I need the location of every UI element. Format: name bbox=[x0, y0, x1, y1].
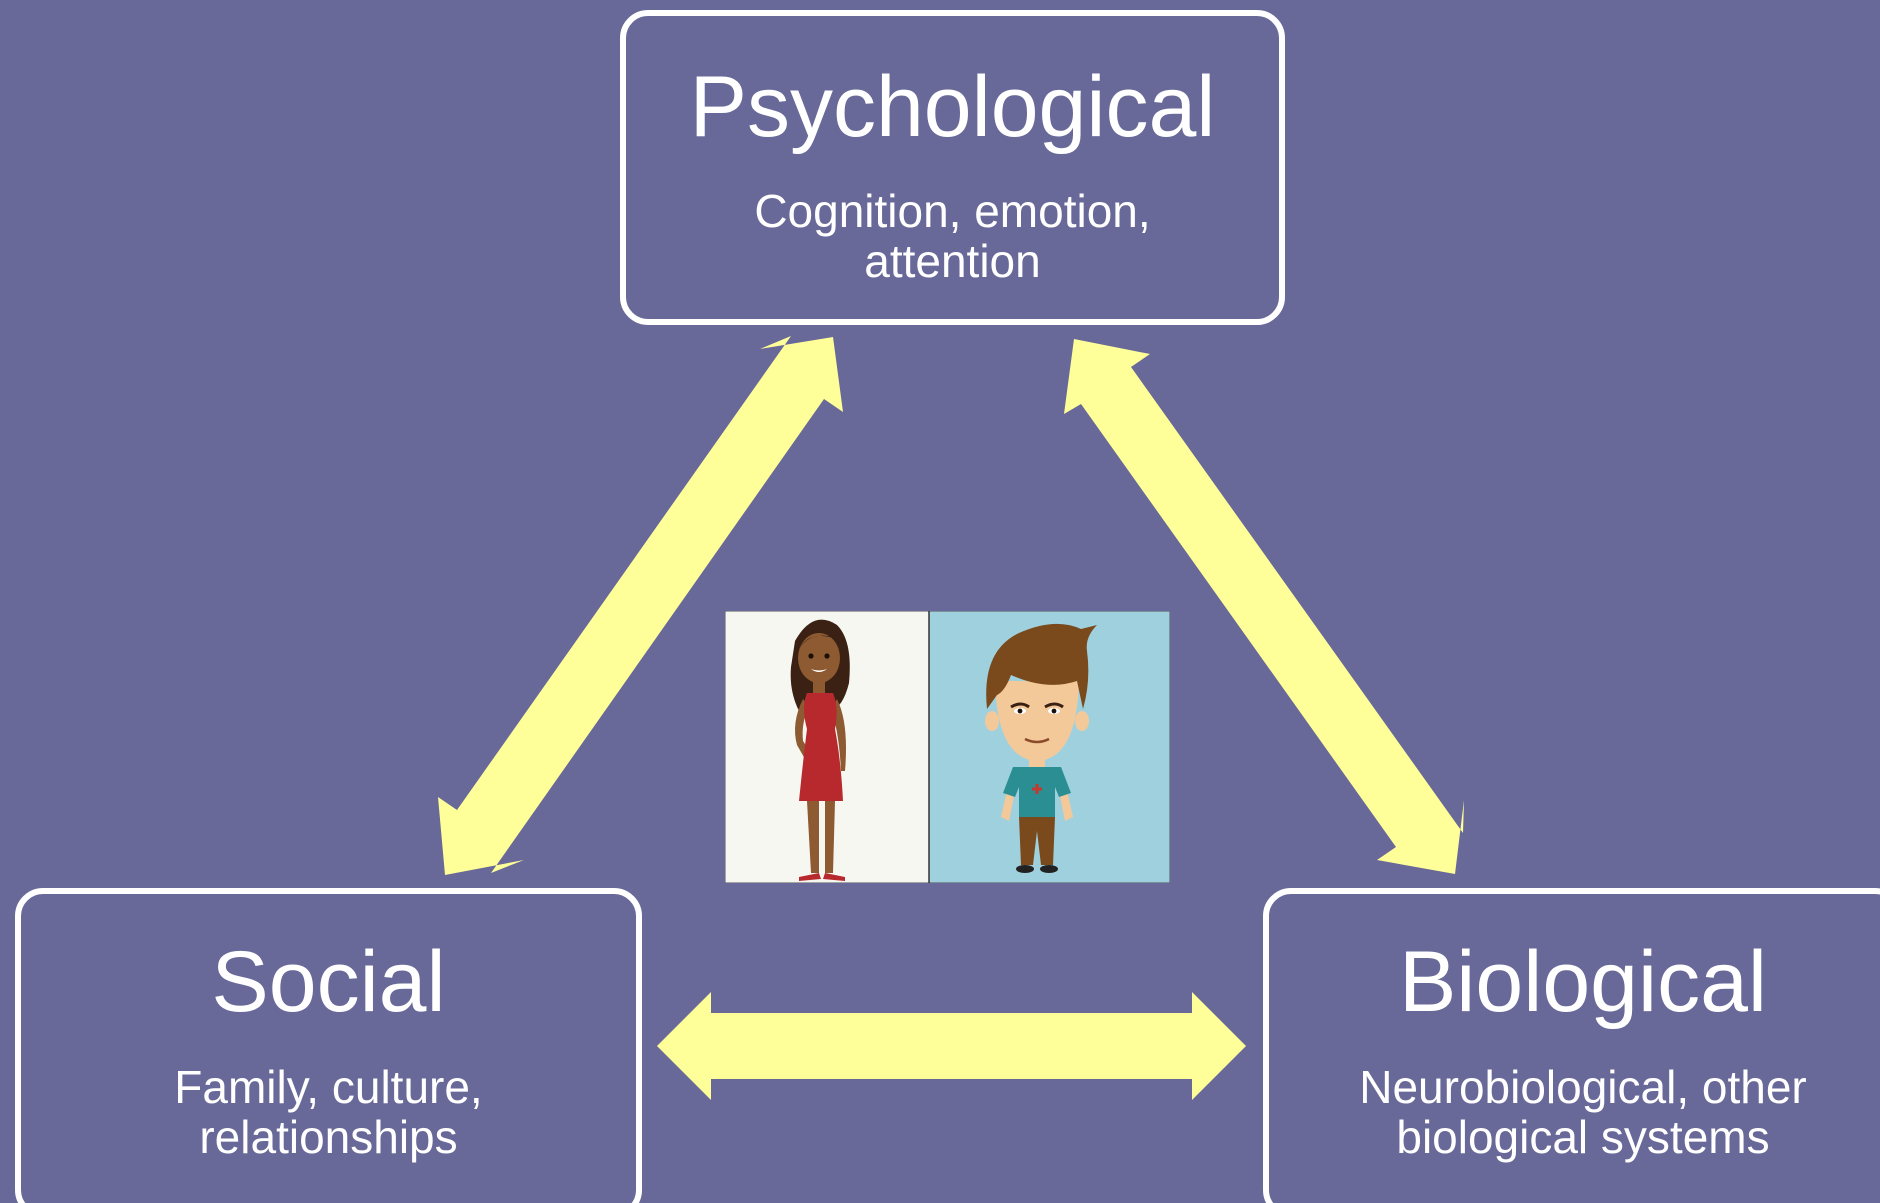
psychological-subtitle: Cognition, emotion, attention bbox=[754, 185, 1151, 287]
social-title: Social bbox=[211, 934, 446, 1030]
arrow-social-biological bbox=[657, 992, 1246, 1100]
arrow-psychological-social bbox=[438, 336, 843, 875]
biological-subtitle: Neurobiological, other biological system… bbox=[1359, 1061, 1807, 1163]
biological-node: Biological Neurobiological, other biolog… bbox=[1263, 888, 1880, 1203]
social-subtitle: Family, culture, relationships bbox=[174, 1061, 483, 1163]
social-node: Social Family, culture, relationships bbox=[15, 888, 642, 1203]
biological-title: Biological bbox=[1398, 934, 1768, 1030]
psychological-title: Psychological bbox=[689, 59, 1216, 155]
people-illustration bbox=[725, 611, 1170, 883]
arrow-psychological-biological bbox=[1064, 339, 1464, 874]
man-cartoon-image bbox=[928, 611, 1170, 883]
woman-cartoon-image bbox=[725, 611, 930, 883]
psychological-node: Psychological Cognition, emotion, attent… bbox=[620, 10, 1285, 325]
